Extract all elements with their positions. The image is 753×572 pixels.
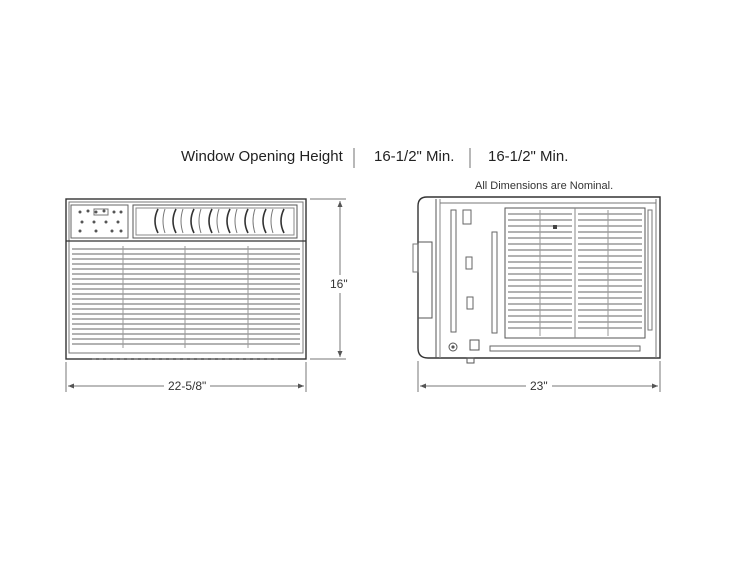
separator-2 xyxy=(469,148,471,168)
front-width-label: 22-5/8" xyxy=(164,379,211,393)
window-opening-header: Window Opening Height 16-1/2" Min. 16-1/… xyxy=(0,146,753,170)
side-depth-label: 23" xyxy=(526,379,552,393)
nominal-dimensions-note: All Dimensions are Nominal. xyxy=(475,180,614,192)
front-grille xyxy=(72,246,300,348)
upper-vent xyxy=(132,204,298,239)
side-view xyxy=(412,196,661,392)
min-height-2: 16-1/2" Min. xyxy=(488,148,569,165)
separator-1 xyxy=(353,148,355,168)
control-panel xyxy=(70,204,129,239)
min-height-1: 16-1/2" Min. xyxy=(374,148,455,165)
window-opening-label: Window Opening Height xyxy=(181,148,343,165)
front-view xyxy=(65,198,346,392)
front-height-label: 16" xyxy=(328,275,350,293)
